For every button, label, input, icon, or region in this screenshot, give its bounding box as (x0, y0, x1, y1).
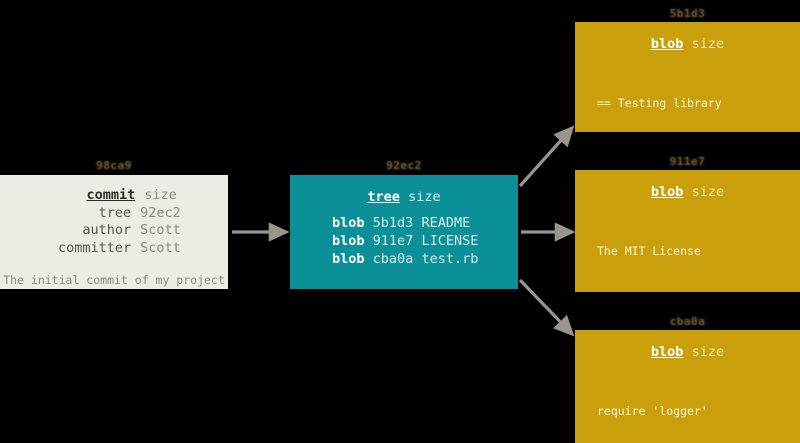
commit-field-key: committer (58, 239, 132, 256)
tree-entry-hash: cba0a (372, 251, 414, 267)
commit-field-value: 92ec2 (140, 204, 181, 221)
tree-hash-label: 92ec2 (386, 159, 422, 172)
tree-entry-type: blob (332, 251, 365, 267)
commit-row: author Scott (0, 222, 228, 240)
tree-header: tree size (290, 175, 518, 214)
blob-header-size: size (691, 36, 725, 52)
arrow-tree-to-blob-5b1d3 (518, 125, 575, 188)
blob-header-type: blob (650, 344, 684, 360)
tree-entry-name: LICENSE (421, 233, 479, 249)
blob-line: require 'logger' (597, 404, 708, 418)
blob-line: The MIT License (597, 244, 701, 258)
blob-header-size: size (691, 344, 725, 360)
blob-hash-label: 911e7 (669, 155, 706, 168)
blob-header: blob size (575, 22, 800, 61)
blob-header: blob size (575, 170, 800, 209)
blob-object-box: blob size == Testing library This librar… (575, 22, 800, 132)
blob-content: require 'logger' require 'test/unit' cla… (575, 369, 800, 443)
blob-header: blob size (575, 330, 800, 369)
blob-hash-label: cba0a (669, 315, 706, 328)
blob-header-type: blob (650, 184, 684, 200)
commit-row: tree 92ec2 (0, 205, 228, 223)
tree-object-box: tree size blob 5b1d3 README blob 911e7 L… (290, 175, 518, 289)
commit-row: committer Scott (0, 240, 228, 258)
commit-message: The initial commit of my project (3, 273, 225, 287)
blob-line-gap (597, 288, 800, 293)
blob-object-box: blob size require 'logger' require 'test… (575, 330, 800, 443)
blob-header-type: blob (650, 36, 684, 52)
blob-content: The MIT License Copyright (c) 2008 Scott… (575, 209, 800, 292)
commit-field-value: size (144, 187, 177, 203)
arrow-tree-to-blob-cba0a (518, 278, 575, 337)
blob-object-box: blob size The MIT License Copyright (c) … (575, 170, 800, 292)
blob-header-size: size (691, 184, 725, 200)
tree-entry-row: blob 5b1d3 README (332, 214, 518, 232)
tree-entry-row: blob 911e7 LICENSE (332, 232, 518, 250)
tree-entry-hash: 5b1d3 (372, 215, 414, 231)
commit-field-value: Scott (140, 239, 181, 256)
blob-content: == Testing library This library is used … (575, 61, 800, 132)
tree-header-type: tree (367, 189, 400, 205)
tree-entry-name: test.rb (421, 251, 479, 267)
tree-entry-row: blob cba0a test.rb (332, 250, 518, 268)
tree-entry-type: blob (332, 215, 365, 231)
commit-field-key: tree (98, 204, 132, 221)
tree-header-size: size (408, 189, 441, 205)
commit-field-value: Scott (140, 222, 181, 238)
commit-row: commit size (0, 187, 228, 205)
tree-entry-type: blob (332, 233, 365, 249)
commit-hash-label: 98ca9 (96, 159, 132, 172)
tree-entries: blob 5b1d3 README blob 911e7 LICENSE blo… (290, 214, 518, 268)
blob-hash-label: 5b1d3 (669, 7, 706, 20)
tree-entry-hash: 911e7 (372, 233, 414, 249)
commit-field-key: author (82, 222, 132, 238)
commit-field-key: commit (86, 187, 136, 203)
blob-line: == Testing library (597, 96, 722, 110)
tree-entry-name: README (421, 215, 471, 231)
